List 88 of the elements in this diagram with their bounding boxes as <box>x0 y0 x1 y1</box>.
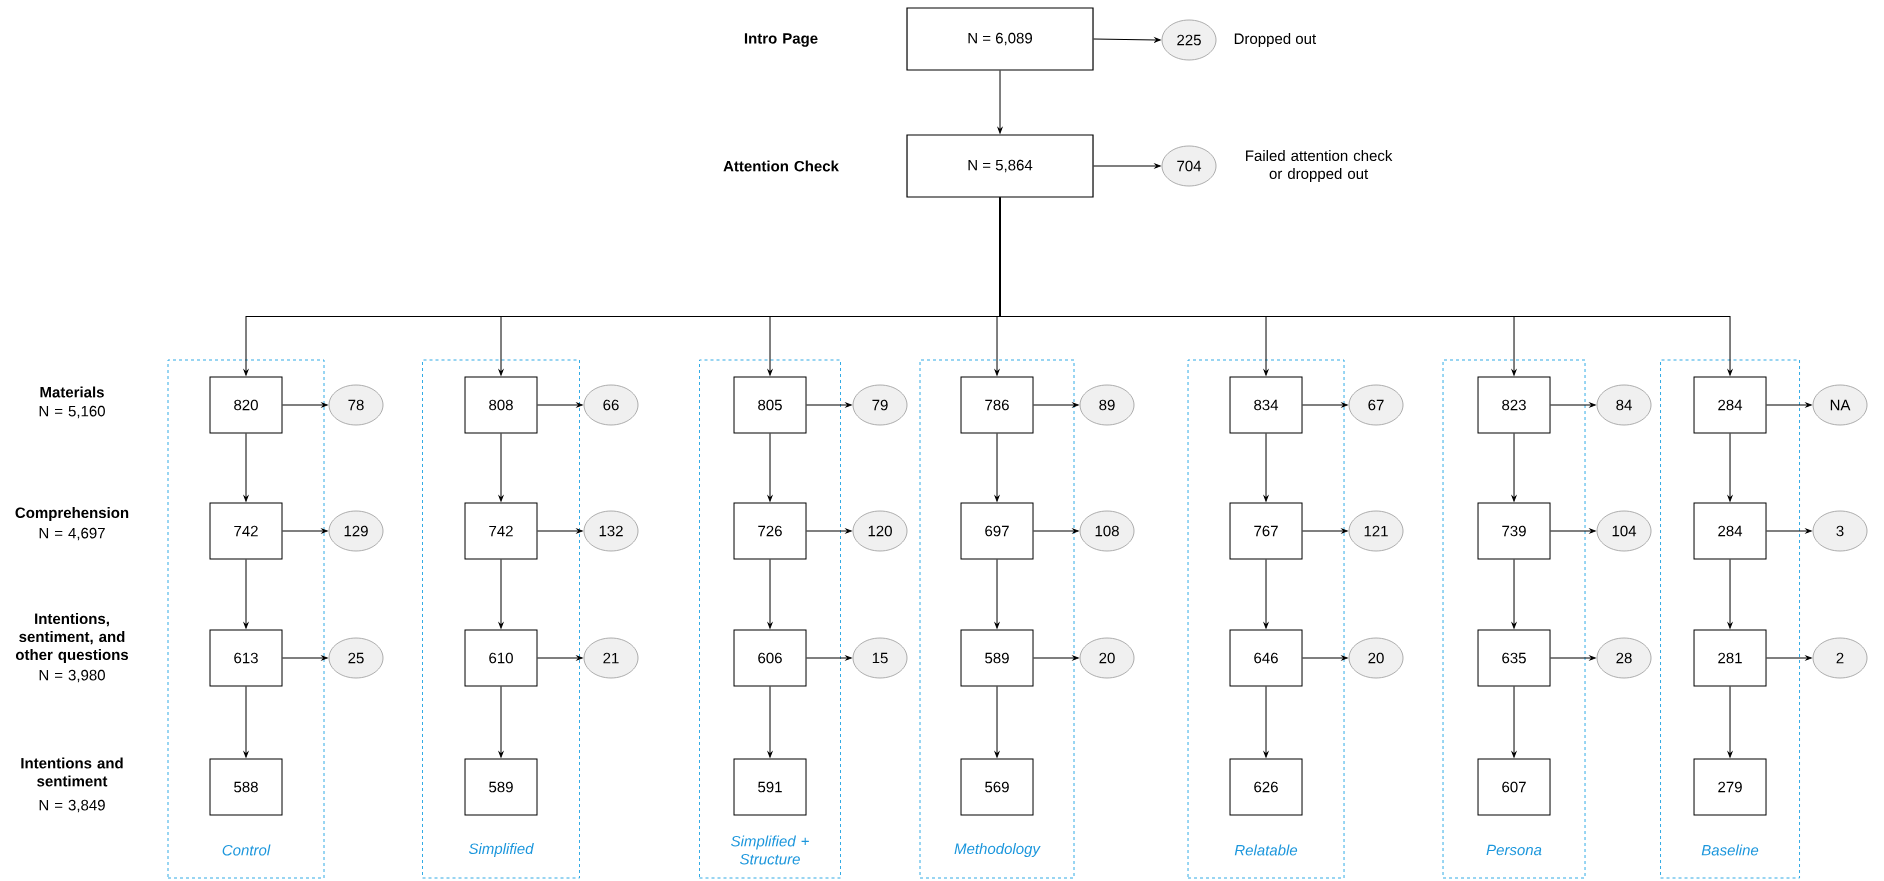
arrow <box>1263 686 1269 758</box>
count-box: 613 <box>209 629 283 687</box>
arrow <box>1511 559 1517 629</box>
count-box: 767 <box>1229 502 1303 560</box>
count-box: 635 <box>1477 629 1551 687</box>
arrow <box>498 686 504 758</box>
count-box: 808 <box>464 376 538 434</box>
row-label: N = 3,980 <box>39 669 105 683</box>
row-label: Comprehension <box>15 507 129 521</box>
arrow <box>994 686 1000 758</box>
arrow <box>1511 433 1517 502</box>
count-box: 820 <box>209 376 283 434</box>
note-text: Failed attention check or dropped out <box>1246 150 1393 182</box>
arrow <box>806 655 852 661</box>
count-box: 823 <box>1477 376 1551 434</box>
arrow <box>1550 655 1596 661</box>
arrow <box>1766 528 1812 534</box>
arrow <box>1033 655 1079 661</box>
count-box: 569 <box>960 758 1034 816</box>
arrow <box>1727 686 1733 758</box>
arrow <box>767 433 773 502</box>
arrow <box>243 559 249 629</box>
count-box: 786 <box>960 376 1034 434</box>
count-box: 610 <box>464 629 538 687</box>
row-label: Attention Check <box>723 160 839 172</box>
arrow <box>1302 655 1348 661</box>
arrow <box>1033 528 1079 534</box>
arrow <box>537 402 583 408</box>
arrow <box>498 433 504 502</box>
arrow <box>997 70 1003 134</box>
count-box: 281 <box>1693 629 1767 687</box>
arrow <box>806 402 852 408</box>
count-box: 284 <box>1693 376 1767 434</box>
count-box: 742 <box>209 502 283 560</box>
row-label: Intentions, sentiment, and other questions <box>15 613 129 663</box>
row-label: Intro Page <box>744 33 818 47</box>
arrow <box>1263 559 1269 629</box>
count-box: 591 <box>733 758 807 816</box>
arrow <box>767 559 773 629</box>
row-label: Materials <box>40 386 104 398</box>
arrow <box>282 528 328 534</box>
arrow <box>537 655 583 661</box>
count-box: 646 <box>1229 629 1303 687</box>
count-box: 284 <box>1693 502 1767 560</box>
count-box: 588 <box>209 758 283 816</box>
arrow <box>1550 402 1596 408</box>
arrow <box>994 433 1000 502</box>
count-box: 626 <box>1229 758 1303 816</box>
note-text: Dropped out <box>1234 33 1317 47</box>
arrow <box>1302 528 1348 534</box>
arrow <box>1550 528 1596 534</box>
arrow <box>999 197 1733 376</box>
count-box: N = 5,864 <box>906 134 1094 198</box>
count-box: 726 <box>733 502 807 560</box>
arrow <box>1511 686 1517 758</box>
arrow <box>243 686 249 758</box>
count-box: 606 <box>733 629 807 687</box>
arrow <box>537 528 583 534</box>
arrow <box>1766 655 1812 661</box>
arrow <box>994 559 1000 629</box>
row-label: N = 5,160 <box>39 405 105 419</box>
count-box: 742 <box>464 502 538 560</box>
arrow <box>1093 163 1161 169</box>
arrow <box>1263 433 1269 502</box>
count-box: 805 <box>733 376 807 434</box>
arrow <box>282 402 328 408</box>
count-box: 589 <box>960 629 1034 687</box>
arrow <box>1727 559 1733 629</box>
arrow <box>767 686 773 758</box>
arrow <box>1093 37 1161 43</box>
arrow <box>806 528 852 534</box>
row-label: N = 4,697 <box>39 527 105 541</box>
row-label: N = 3,849 <box>39 799 105 813</box>
count-box: 279 <box>1693 758 1767 816</box>
arrow <box>282 655 328 661</box>
count-box: 739 <box>1477 502 1551 560</box>
row-label: Intentions and sentiment <box>21 757 123 787</box>
count-box: 697 <box>960 502 1034 560</box>
arrow <box>1302 402 1348 408</box>
arrow <box>1766 402 1812 408</box>
arrow <box>243 433 249 502</box>
arrow <box>1727 433 1733 502</box>
arrow <box>498 559 504 629</box>
arrow <box>1033 402 1079 408</box>
count-box: 589 <box>464 758 538 816</box>
count-box: 607 <box>1477 758 1551 816</box>
count-box: 834 <box>1229 376 1303 434</box>
count-box: N = 6,089 <box>906 7 1094 71</box>
